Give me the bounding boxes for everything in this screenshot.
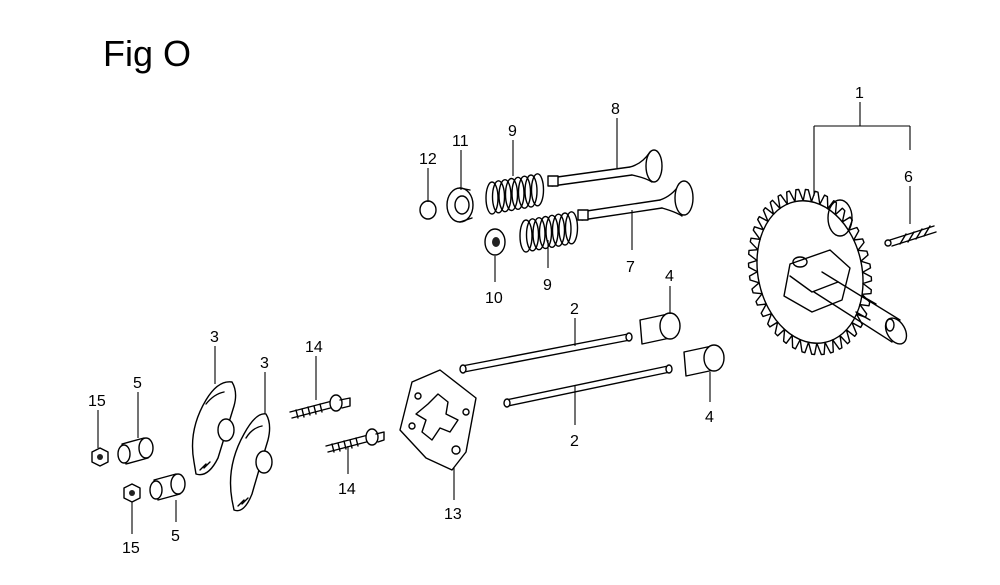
callout-5-lower: 5 <box>171 528 180 545</box>
callout-9-upper: 9 <box>508 123 517 140</box>
callout-9-lower: 9 <box>543 277 552 294</box>
valve-upper <box>547 149 663 187</box>
spring-coil <box>504 177 519 212</box>
push-rod-lower <box>503 364 673 408</box>
valve-spring-retainer <box>446 187 474 223</box>
callout-10: 10 <box>485 290 503 307</box>
callout-15-upper: 15 <box>88 393 106 410</box>
callout-4-upper: 4 <box>665 268 674 285</box>
spring-coil <box>498 178 512 213</box>
callout-1: 1 <box>855 85 864 102</box>
callout-11: 11 <box>452 133 469 150</box>
callout-3-right: 3 <box>260 355 269 372</box>
decompressor-spring <box>884 225 937 247</box>
spring-coil <box>524 174 538 208</box>
callout-4-lower: 4 <box>705 409 714 426</box>
spring-coil <box>564 211 579 245</box>
valve-retainer-washer <box>484 228 506 256</box>
callout-15-lower: 15 <box>122 540 140 557</box>
pivot-upper <box>117 437 154 465</box>
spring-coil <box>491 180 506 214</box>
tappet-lower <box>683 344 725 377</box>
spring-coil <box>551 213 566 247</box>
callout-2-upper: 2 <box>570 301 579 318</box>
callout-6: 6 <box>904 169 913 186</box>
pivot-lower <box>149 473 186 501</box>
spring-coil <box>525 218 540 252</box>
valve-spring-lower <box>519 211 579 253</box>
callout-3-left: 3 <box>210 329 219 346</box>
callout-5-upper: 5 <box>133 375 142 392</box>
callout-7: 7 <box>626 259 635 276</box>
valve-lower <box>577 180 694 221</box>
valve-spring-upper <box>485 173 545 215</box>
rocker-arm-bolt-upper <box>289 394 351 419</box>
spring-coil <box>538 215 553 250</box>
nut-upper <box>91 447 109 467</box>
valve-cap <box>419 200 437 220</box>
rocker-arm-right <box>229 413 273 512</box>
leader-lines <box>97 102 911 534</box>
push-rod-upper <box>459 332 633 374</box>
rocker-arm-left <box>191 381 237 476</box>
spring-coil <box>511 176 525 211</box>
callout-14-lower: 14 <box>338 481 356 498</box>
camshaft-gear <box>747 188 908 356</box>
callout-labels: 1 6 8 7 9 9 11 12 10 2 2 4 4 3 3 14 14 1… <box>88 85 913 557</box>
spring-coil <box>519 219 533 253</box>
rocker-arm-bolt-lower <box>325 428 385 453</box>
figure-title: Fig O <box>103 33 192 74</box>
nut-lower <box>123 483 141 503</box>
spring-coil <box>558 212 572 246</box>
spring-coil <box>517 175 532 209</box>
spring-coil <box>485 181 499 215</box>
callout-2-lower: 2 <box>570 433 579 450</box>
spring-coil <box>545 214 559 249</box>
spring-coil <box>530 173 545 207</box>
spring-coil <box>532 216 546 251</box>
push-rod-guide-plate <box>399 369 477 471</box>
tappet-upper <box>639 312 681 345</box>
callout-13: 13 <box>444 506 462 523</box>
callout-14-upper: 14 <box>305 339 323 356</box>
callout-8: 8 <box>611 101 620 118</box>
gear-teeth-outline <box>747 188 873 356</box>
callout-12: 12 <box>419 151 437 168</box>
